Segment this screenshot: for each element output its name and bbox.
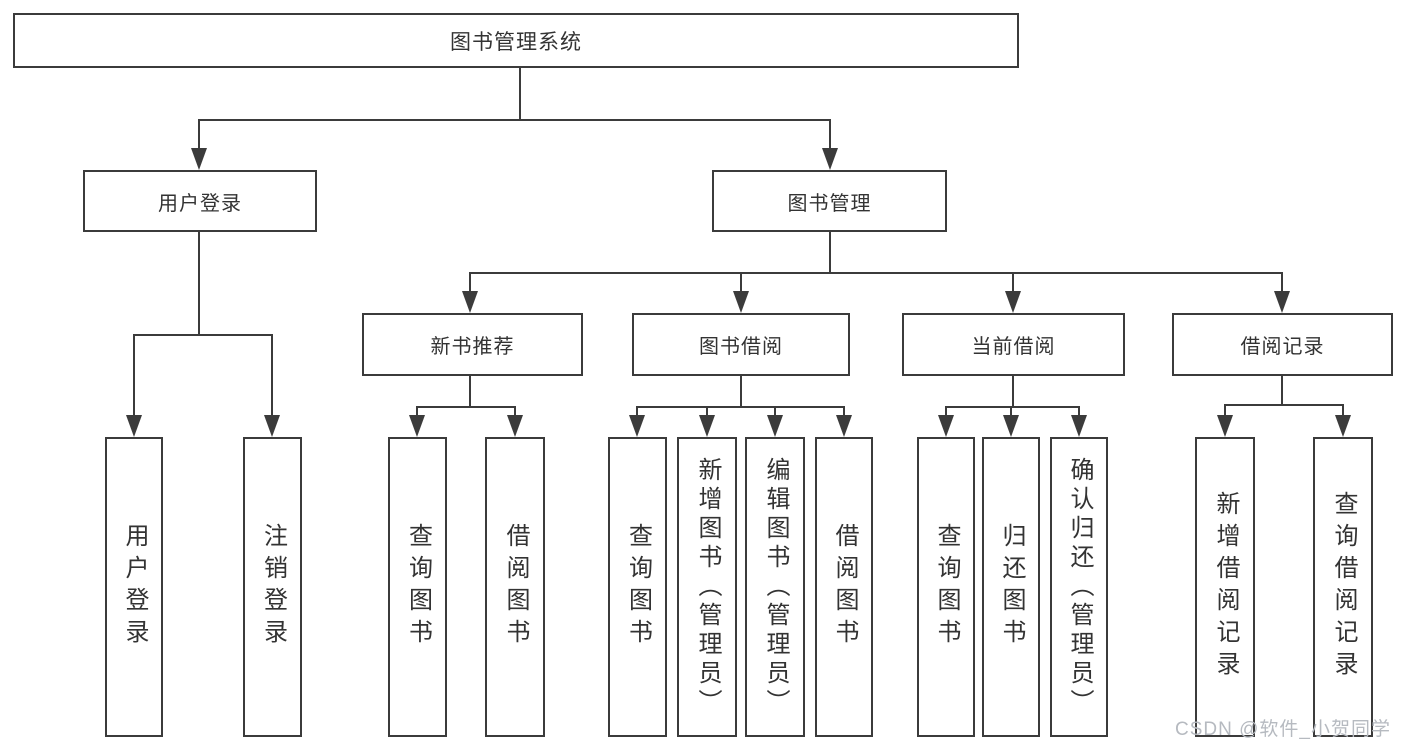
node-book-borrow-label: 图书借阅 (699, 336, 783, 358)
connector-to-query-record (1342, 404, 1344, 418)
leaf-confirm-return-admin: 确认归还（管理员） (1050, 437, 1108, 737)
arrowhead-add-book (699, 415, 715, 437)
node-new-book-recommend-label: 新书推荐 (430, 336, 515, 358)
arrowhead-query-book-1 (409, 415, 425, 437)
leaf-borrow-book-2: 借阅图书 (815, 437, 873, 737)
node-book-management-label: 图书管理 (787, 192, 872, 215)
connector-to-edit-book (774, 406, 776, 418)
arrowhead-add-record (1217, 415, 1233, 437)
connector-to-query-book-3 (945, 406, 947, 418)
connector-to-new-book (469, 272, 471, 292)
node-root-label: 图书管理系统 (450, 30, 582, 54)
leaf-add-borrow-record-label: 新增借阅记录 (1212, 491, 1239, 683)
node-book-management: 图书管理 (712, 170, 947, 232)
arrowhead-book-borrow (733, 291, 749, 313)
arrowhead-query-book-2 (629, 415, 645, 437)
connector-to-borrow-book-2 (843, 406, 845, 418)
connector-to-leaf-logout (271, 334, 273, 416)
leaf-query-book-1-label: 查询图书 (404, 523, 432, 651)
leaf-return-book: 归还图书 (982, 437, 1040, 737)
leaf-borrow-book-1-label: 借阅图书 (502, 523, 529, 651)
leaf-user-login-label: 用户登录 (121, 523, 148, 651)
connector-root-stem (519, 68, 521, 121)
connector-book-mgmt-bus (469, 272, 1283, 274)
arrowhead-leaf-logout (264, 415, 280, 437)
node-book-borrow: 图书借阅 (632, 313, 850, 376)
leaf-query-borrow-record-label: 查询借阅记录 (1330, 491, 1357, 683)
connector-borrow-records-bus (1224, 404, 1343, 406)
connector-new-book-bus (416, 406, 516, 408)
connector-to-leaf-user-login (133, 334, 135, 416)
leaf-add-book-admin-label: 新增图书（管理员） (694, 456, 721, 718)
arrowhead-edit-book (767, 415, 783, 437)
node-user-login: 用户登录 (83, 170, 317, 232)
leaf-add-book-admin: 新增图书（管理员） (677, 437, 737, 737)
arrowhead-user-login (191, 148, 207, 170)
leaf-logout-label: 注销登录 (259, 523, 287, 651)
connector-to-borrow-records (1281, 272, 1283, 292)
csdn-watermark: CSDN @软件_小贺同学 (1175, 719, 1391, 740)
leaf-user-login: 用户登录 (105, 437, 163, 737)
arrowhead-current-borrow (1005, 291, 1021, 313)
connector-root-to-book-mgmt (829, 119, 831, 149)
connector-to-query-book-1 (416, 406, 418, 418)
arrowhead-query-record (1335, 415, 1351, 437)
leaf-borrow-book-1: 借阅图书 (485, 437, 545, 737)
leaf-logout: 注销登录 (243, 437, 302, 737)
connector-to-add-record (1224, 404, 1226, 418)
leaf-query-book-1: 查询图书 (388, 437, 447, 737)
connector-book-borrow-stem (740, 376, 742, 408)
arrowhead-new-book (462, 291, 478, 313)
arrowhead-return-book (1003, 415, 1019, 437)
leaf-query-book-3: 查询图书 (917, 437, 975, 737)
connector-current-borrow-bus (945, 406, 1080, 408)
connector-book-borrow-bus (636, 406, 845, 408)
arrowhead-leaf-user-login (126, 415, 142, 437)
arrowhead-borrow-book-1 (507, 415, 523, 437)
connector-to-book-borrow (740, 272, 742, 292)
leaf-edit-book-admin: 编辑图书（管理员） (745, 437, 805, 737)
arrowhead-confirm-return (1071, 415, 1087, 437)
connector-user-login-stem (198, 232, 200, 335)
leaf-confirm-return-admin-label: 确认归还（管理员） (1066, 456, 1093, 718)
leaf-query-book-2: 查询图书 (608, 437, 667, 737)
connector-to-confirm-return (1078, 406, 1080, 418)
connector-root-bus (198, 119, 831, 121)
node-borrow-records: 借阅记录 (1172, 313, 1393, 376)
connector-root-to-user-login (198, 119, 200, 149)
node-new-book-recommend: 新书推荐 (362, 313, 583, 376)
connector-new-book-stem (469, 376, 471, 408)
leaf-query-borrow-record: 查询借阅记录 (1313, 437, 1373, 737)
connector-book-mgmt-stem (829, 232, 831, 274)
connector-to-return-book (1010, 406, 1012, 418)
connector-current-borrow-stem (1012, 376, 1014, 408)
leaf-query-book-3-label: 查询图书 (933, 523, 960, 651)
leaf-add-borrow-record: 新增借阅记录 (1195, 437, 1255, 737)
node-root-system: 图书管理系统 (13, 13, 1019, 68)
connector-to-current-borrow (1012, 272, 1014, 292)
arrowhead-borrow-records (1274, 291, 1290, 313)
leaf-return-book-label: 归还图书 (998, 523, 1025, 651)
node-user-login-label: 用户登录 (158, 192, 242, 215)
leaf-query-book-2-label: 查询图书 (624, 523, 652, 651)
connector-to-query-book-2 (636, 406, 638, 418)
connector-user-login-bus (133, 334, 273, 336)
connector-to-borrow-book-1 (514, 406, 516, 418)
node-borrow-records-label: 借阅记录 (1240, 336, 1325, 358)
arrowhead-book-mgmt (822, 148, 838, 170)
connector-to-add-book (706, 406, 708, 418)
arrowhead-borrow-book-2 (836, 415, 852, 437)
leaf-edit-book-admin-label: 编辑图书（管理员） (762, 456, 789, 718)
node-current-borrow-label: 当前借阅 (971, 336, 1056, 358)
leaf-borrow-book-2-label: 借阅图书 (831, 523, 858, 651)
node-current-borrow: 当前借阅 (902, 313, 1125, 376)
connector-borrow-records-stem (1281, 376, 1283, 406)
arrowhead-query-book-3 (938, 415, 954, 437)
